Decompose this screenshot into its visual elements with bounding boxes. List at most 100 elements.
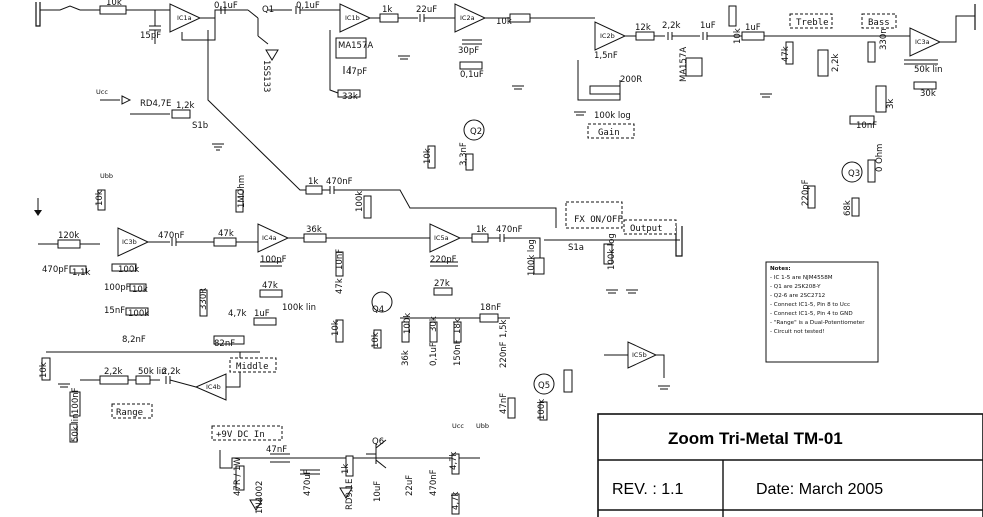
svg-text:IC5b: IC5b [632, 351, 647, 359]
component-label: 2,2k [162, 367, 181, 377]
component-label: 47nF [266, 445, 287, 455]
component-label: 10k [496, 17, 512, 27]
component-label: 10k [733, 28, 743, 44]
component-label: 470nF [496, 225, 523, 235]
component-label: 100k [355, 191, 365, 212]
component-label: 15nF [104, 306, 125, 316]
component-label: 36k [306, 225, 322, 235]
component-label: 100nF [71, 387, 81, 414]
component-label: MA157A [679, 47, 689, 82]
component-label: 1N4002 [255, 481, 265, 514]
component-label: 220pF [430, 255, 457, 265]
notes-line: - IC 1-5 are NJM4558M [770, 275, 833, 281]
svg-text:IC2a: IC2a [460, 14, 475, 22]
svg-text:Middle: Middle [236, 362, 269, 372]
label-box-range: Range [111, 403, 153, 419]
component-label: 0,1uF [214, 1, 238, 11]
opamp-IC2b: IC2b [594, 21, 627, 51]
component-label: 120k [58, 231, 79, 241]
label-box-fx: FX ON/OFF [565, 201, 623, 229]
opamp-IC5a: IC5a [429, 223, 462, 253]
title-block-revision: REV. : 1.1 [612, 481, 684, 498]
svg-text:Bass: Bass [868, 18, 890, 28]
component-label: 470nF [326, 177, 353, 187]
component-label: 47k [335, 278, 345, 294]
component-label: 3,3nF [459, 142, 469, 166]
notes-box: Notes: - IC 1-5 are NJM4558M - Q1 are 2S… [765, 261, 879, 363]
component-label: 22uF [416, 5, 437, 15]
notes-line: - Connect IC1-5, Pin 4 to GND [770, 311, 853, 317]
component-label: 220pF [801, 179, 811, 206]
notes-line: - Q2-6 are 2SC2712 [770, 293, 825, 299]
label-box-treble: Treble [789, 13, 833, 29]
component-label: RD4,7E [140, 99, 171, 109]
component-label: 1k [308, 177, 318, 187]
component-label: 47k [218, 229, 234, 239]
component-label: 47R / 1W [233, 457, 243, 496]
svg-text:IC4b: IC4b [206, 383, 221, 391]
component-label: 27k [434, 279, 450, 289]
component-label: 330R [199, 288, 209, 310]
title-block-date: Date: March 2005 [756, 481, 883, 498]
switch-label: S1a [568, 243, 584, 253]
component-label: 0,1uF [429, 342, 439, 366]
component-label: 47k [262, 281, 278, 291]
component-label: 470pF [42, 265, 69, 275]
component-label: 1k [382, 5, 392, 15]
component-label: RD9,1E [345, 479, 355, 510]
supply-label: Ubb [100, 172, 113, 180]
notes-heading: Notes: [770, 266, 791, 272]
component-label: 1,2k [176, 101, 195, 111]
notes-line: - "Range" is a Dual-Potentiometer [770, 320, 865, 326]
component-label: 100k log [607, 233, 617, 270]
title-block: Zoom Tri-Metal TM-01 REV. : 1.1 Date: Ma… [597, 413, 983, 517]
component-label: 36k [401, 350, 411, 366]
svg-text:IC1a: IC1a [177, 14, 192, 22]
component-label: 0 Ohm [875, 144, 885, 172]
component-label: 10k [132, 285, 148, 295]
component-label: 33k [342, 92, 358, 102]
component-label: 100k [118, 265, 139, 275]
component-label: 100k [403, 313, 413, 334]
component-label: 100k [537, 399, 547, 420]
component-label: 4,7k [228, 309, 247, 319]
supply-label: Ucc [452, 422, 464, 430]
notes-line: - Q1 are 2SK208-Y [770, 284, 821, 290]
component-label: 1uF [700, 21, 716, 31]
component-label: MA157A [338, 41, 373, 51]
transistor-Q5: Q5 [533, 373, 555, 395]
component-label: 10nF [856, 121, 877, 131]
component-label: 50k lin [914, 65, 943, 75]
ground-symbols [58, 55, 772, 390]
transistor-Q6: Q6 [366, 437, 387, 469]
component-label: 8,2nF [122, 335, 146, 345]
component-label: 100pF [104, 283, 131, 293]
component-label: 10k [371, 332, 381, 348]
component-label: 47pF [346, 67, 367, 77]
component-label: 330nF [879, 23, 889, 50]
svg-text:Gain: Gain [598, 128, 620, 138]
component-label: 470nF [429, 469, 439, 496]
label-box-power: +9V DC In [211, 425, 283, 441]
svg-text:Q5: Q5 [538, 381, 550, 391]
component-label: 0,1uF [460, 70, 484, 80]
component-label: 18nF [480, 303, 501, 313]
component-label: 3k [886, 99, 896, 109]
component-label: 1uF [745, 23, 761, 33]
label-box-output: Output [623, 219, 677, 235]
component-label: 50k lin [71, 413, 81, 442]
transistor-Q4: Q4 [371, 291, 393, 315]
svg-text:Output: Output [630, 224, 663, 234]
component-label: 0,1uF [296, 1, 320, 11]
opamp-IC4a: IC4a [257, 223, 290, 253]
svg-text:IC1b: IC1b [345, 14, 360, 22]
component-label: 10k [423, 148, 433, 164]
component-label: 82nF [214, 339, 235, 349]
switch-label: S1b [192, 121, 208, 131]
component-label: 10k [95, 190, 105, 206]
component-label: 470nF [158, 231, 185, 241]
component-label: 1,1k [72, 268, 91, 278]
component-label: 15pF [140, 31, 161, 41]
component-label: 100k [128, 309, 149, 319]
